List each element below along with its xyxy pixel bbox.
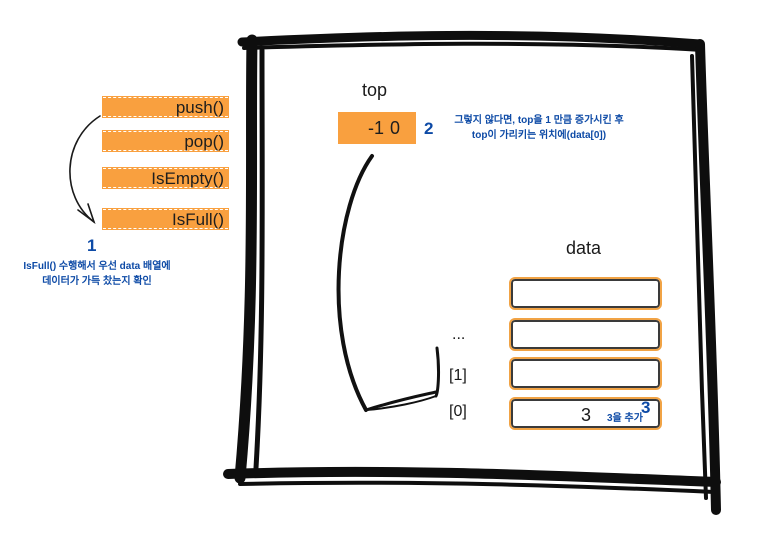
data-label: data (566, 238, 602, 258)
data-cell-2 (509, 318, 662, 351)
data-cell-1 (509, 357, 662, 390)
index-ellipsis: ... (452, 326, 466, 343)
step1-number: 1 (87, 236, 97, 255)
step2-note-line2: top이 가리키는 위치에(data[0]) (471, 130, 607, 141)
top-old-value: -1 (368, 118, 385, 138)
step3-number: 3 (641, 398, 651, 417)
method-isfull: IsFull() (103, 209, 228, 229)
data-cell-0: 3 3을 추가 (509, 397, 662, 430)
method-push: push() (103, 97, 228, 117)
step1-note-line1: IsFull() 수행해서 우선 data 배열에 (23, 261, 171, 272)
data-cell-3 (509, 277, 662, 310)
left-arrow (69, 115, 101, 225)
step1-note-line2: 데이터가 가득 찼는지 확인 (42, 276, 152, 287)
method-pop: pop() (103, 131, 228, 151)
step3-note: 3을 추가 (607, 413, 643, 424)
step1-note: IsFull() 수행해서 우선 data 배열에 데이터가 가득 찼는지 확인 (2, 259, 192, 289)
data-cell-0-value: 3 (581, 405, 592, 425)
top-label: top (362, 80, 388, 100)
top-new-value: 0 (390, 118, 401, 138)
method-isempty: IsEmpty() (103, 168, 228, 188)
index-0: [0] (449, 403, 467, 420)
top-arrow (336, 154, 441, 412)
frame (223, 30, 721, 515)
index-1: [1] (449, 367, 467, 384)
step2-number: 2 (424, 119, 434, 138)
step2-note-line1: 그렇지 않다면, top을 1 만큼 증가시킨 후 (454, 115, 624, 126)
step2-note: 그렇지 않다면, top을 1 만큼 증가시킨 후 top이 가리키는 위치에(… (439, 113, 639, 143)
